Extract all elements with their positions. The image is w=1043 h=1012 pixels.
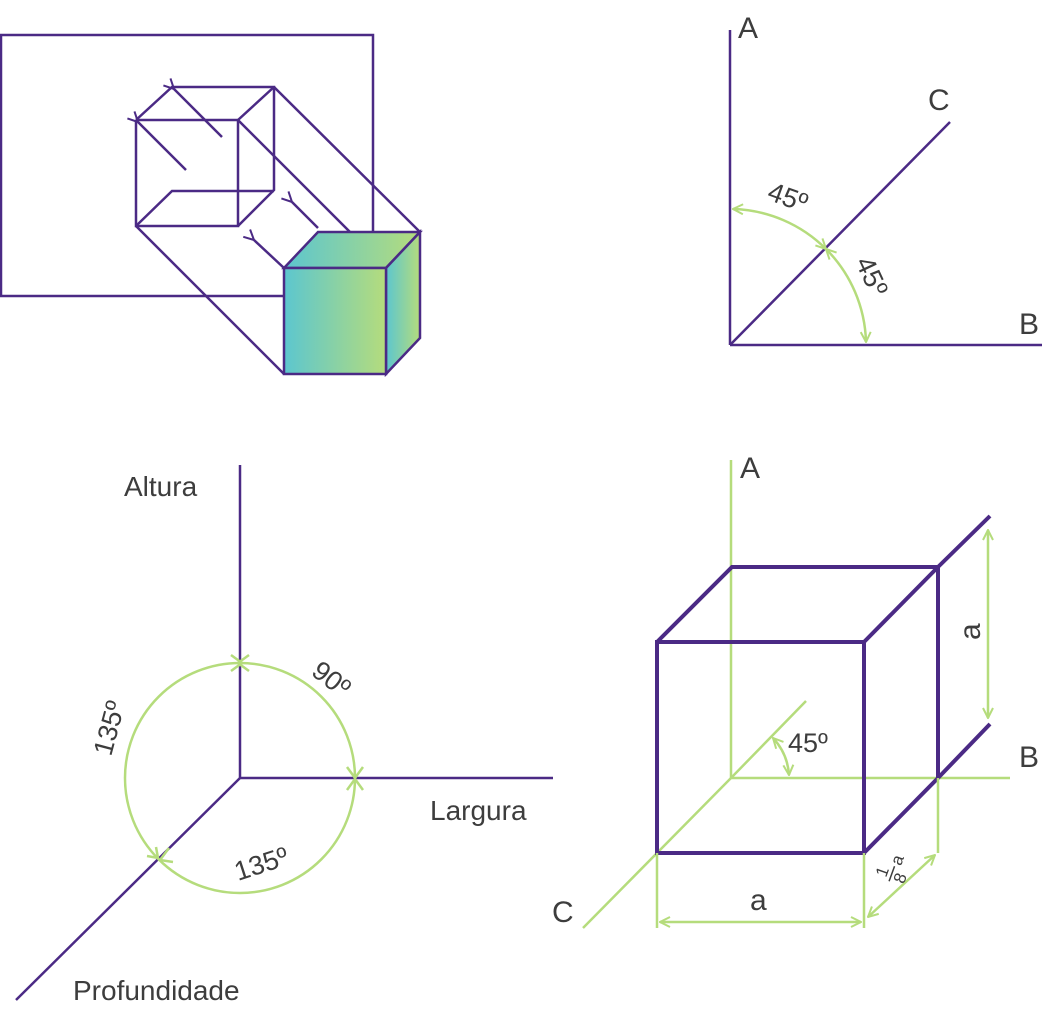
cube-panel: A B C 45º a a 1 8 a xyxy=(552,452,1039,929)
label-b: B xyxy=(1019,308,1039,341)
depth-dim-label: 1 8 a xyxy=(872,852,911,886)
cube-label-b: B xyxy=(1019,741,1039,774)
arc-lower-45 xyxy=(826,249,866,342)
cube-label-c: C xyxy=(552,896,574,929)
solid-cube xyxy=(281,228,423,378)
depth-axis xyxy=(15,777,241,1001)
label-a: A xyxy=(738,12,758,45)
cube-axes xyxy=(582,460,1010,929)
angle-panel: A C B 45º 45º xyxy=(728,12,1042,347)
solid-cube-front xyxy=(282,266,388,376)
dimension-lines xyxy=(655,530,988,928)
cube-angle-label: 45º xyxy=(788,728,828,758)
angle-upper-label: 45º xyxy=(764,176,812,218)
cube-label-a: A xyxy=(740,452,760,485)
axis-c xyxy=(729,121,951,346)
width-label: Largura xyxy=(430,795,527,826)
cavalier-cube xyxy=(655,514,992,855)
height-dim-label: a xyxy=(954,623,987,640)
depth-dim-var: a xyxy=(887,852,908,868)
projection-panel xyxy=(0,33,423,378)
arc-upper-45 xyxy=(733,209,826,249)
width-dim-label: a xyxy=(750,884,767,917)
height-label: Altura xyxy=(124,471,198,502)
circle-arrowheads xyxy=(146,653,365,864)
angle-90-label: 90º xyxy=(306,655,356,703)
label-c: C xyxy=(928,84,950,117)
axes-panel: Altura Largura Profundidade 90º 135º 135… xyxy=(15,465,553,1006)
cube-angle-arc xyxy=(773,738,789,775)
projected-cube-wireframe xyxy=(134,85,276,228)
angle-135-left-label: 135º xyxy=(88,698,131,759)
angle-135-bottom-label: 135º xyxy=(231,841,293,887)
projection-plane xyxy=(0,33,375,298)
depth-label: Profundidade xyxy=(73,975,240,1006)
depth-dim-denominator: 8 xyxy=(890,870,911,885)
